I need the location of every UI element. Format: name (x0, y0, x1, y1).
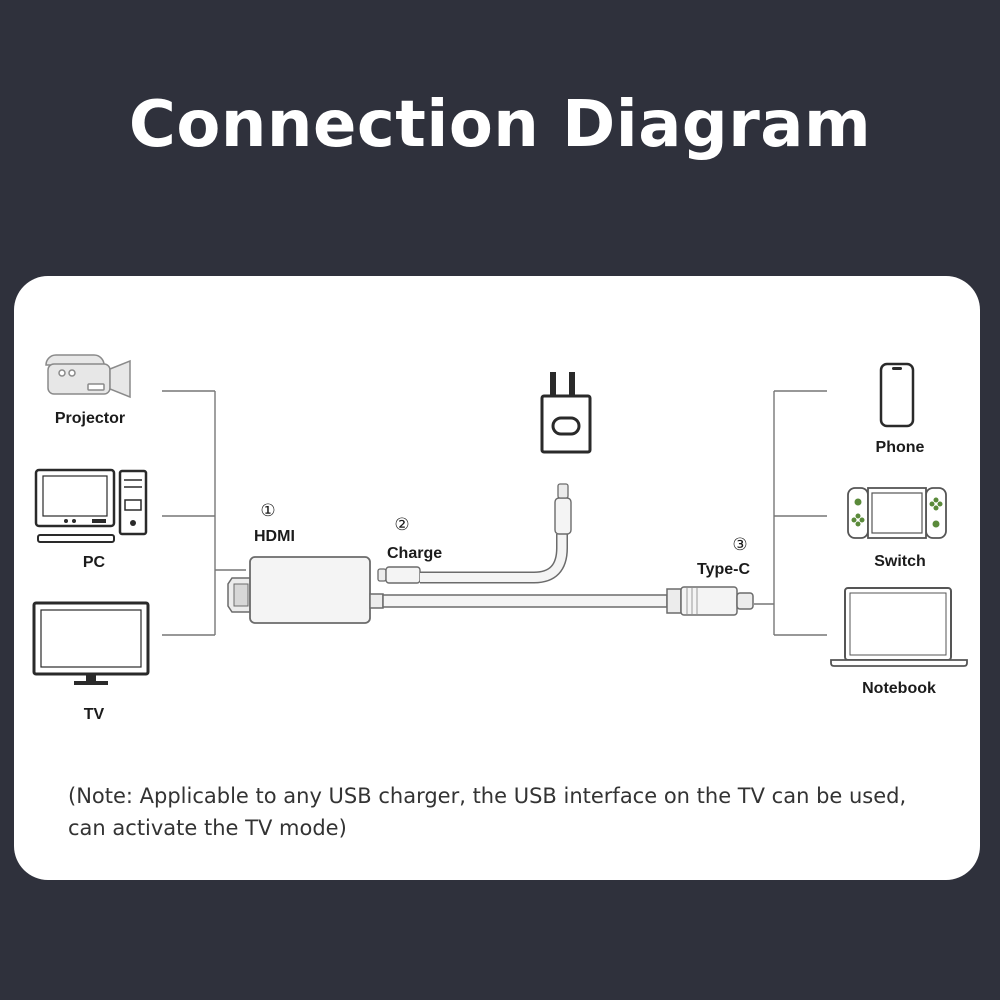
tv-icon (32, 601, 150, 685)
port-label-typec: Type-C (697, 561, 750, 578)
hdmi-adapter (227, 556, 384, 624)
connection-diagram: Projector PC TV (32, 354, 968, 723)
source-label-tv: TV (84, 706, 105, 723)
phone-icon (879, 362, 915, 428)
port-number-charge: ② (394, 515, 409, 535)
target-label-notebook: Notebook (862, 680, 936, 697)
page-title: Connection Diagram (128, 88, 872, 162)
source-label-pc: PC (83, 554, 106, 571)
source-label-projector: Projector (55, 410, 125, 427)
projector-icon (45, 354, 131, 399)
port-label-hdmi: HDMI (254, 528, 295, 545)
switch-icon (847, 487, 947, 539)
main-cable (382, 586, 754, 616)
source-bracket (162, 390, 246, 636)
pc-icon (34, 468, 148, 543)
charge-cable (377, 483, 572, 584)
port-number-hdmi: ① (260, 501, 275, 521)
target-label-phone: Phone (876, 439, 925, 456)
port-label-charge: Charge (387, 545, 442, 562)
target-bracket (754, 390, 827, 636)
port-number-typec: ③ (732, 535, 747, 555)
target-label-switch: Switch (874, 553, 926, 570)
notebook-icon (830, 587, 968, 667)
charger-icon (540, 372, 592, 454)
usage-note: (Note: Applicable to any USB charger, th… (68, 784, 907, 840)
diagram-card: Projector PC TV (14, 276, 980, 880)
